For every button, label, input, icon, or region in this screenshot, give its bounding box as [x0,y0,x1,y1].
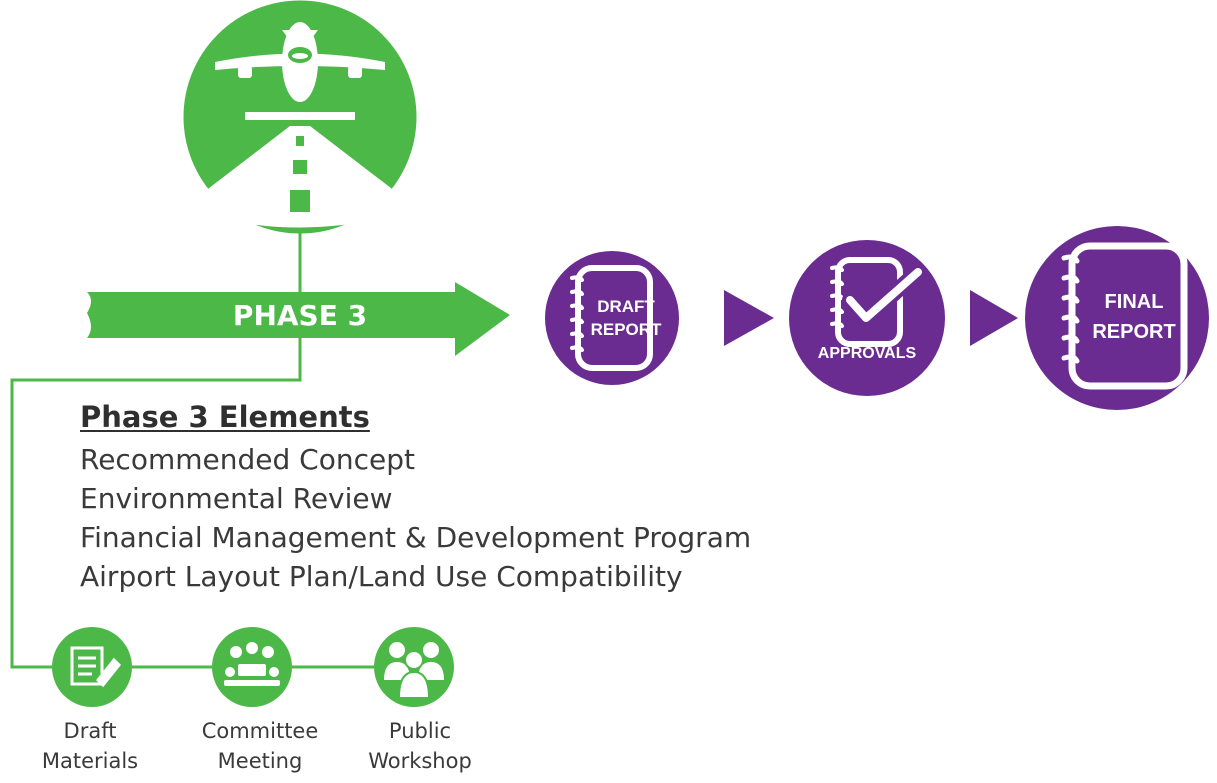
phase-arrow: PHASE 3 [87,282,510,356]
draft-report-line2: REPORT [591,320,662,339]
caption-line2: Materials [41,749,139,773]
element-item: Environmental Review [80,482,393,515]
group-people-icon [384,642,444,699]
caption-line1: Committee [201,719,319,743]
meeting-table-icon [224,642,280,686]
caption-line1: Public [388,719,452,743]
draft-materials-caption: Draft Materials [20,716,160,776]
draft-report-node: DRAFT REPORT [545,251,679,385]
committee-meeting-caption: Committee Meeting [190,716,330,776]
checkmark-icon [846,268,922,322]
document-pencil-icon [70,646,122,688]
final-report-node: FINAL REPORT [1025,226,1209,410]
connector-left [10,338,302,669]
airplane-runway-icon [183,0,417,234]
final-report-line2: REPORT [1092,321,1175,343]
element-item: Recommended Concept [80,443,415,476]
flow-arrow-2 [970,290,1018,346]
caption-line2: Workshop [368,749,472,773]
elements-list: Recommended Concept Environmental Review… [80,440,751,596]
element-item: Financial Management & Development Progr… [80,521,752,554]
public-workshop-node [374,627,454,707]
draft-materials-node [52,627,132,707]
committee-meeting-node [212,627,292,707]
final-report-line1: FINAL [1105,291,1164,313]
elements-title: Phase 3 Elements [80,400,370,434]
approvals-node: APPROVALS [789,240,945,396]
public-workshop-caption: Public Workshop [350,716,490,776]
connector-lines [10,232,374,669]
draft-report-line1: DRAFT [597,297,655,316]
flow-arrow-1 [724,290,774,346]
caption-line1: Draft [63,719,117,743]
approvals-label: APPROVALS [818,345,917,362]
phase-label: PHASE 3 [233,299,367,332]
notebook-checkmark-icon [835,257,903,347]
element-item: Airport Layout Plan/Land Use Compatibili… [80,560,683,593]
caption-line2: Meeting [217,749,303,773]
